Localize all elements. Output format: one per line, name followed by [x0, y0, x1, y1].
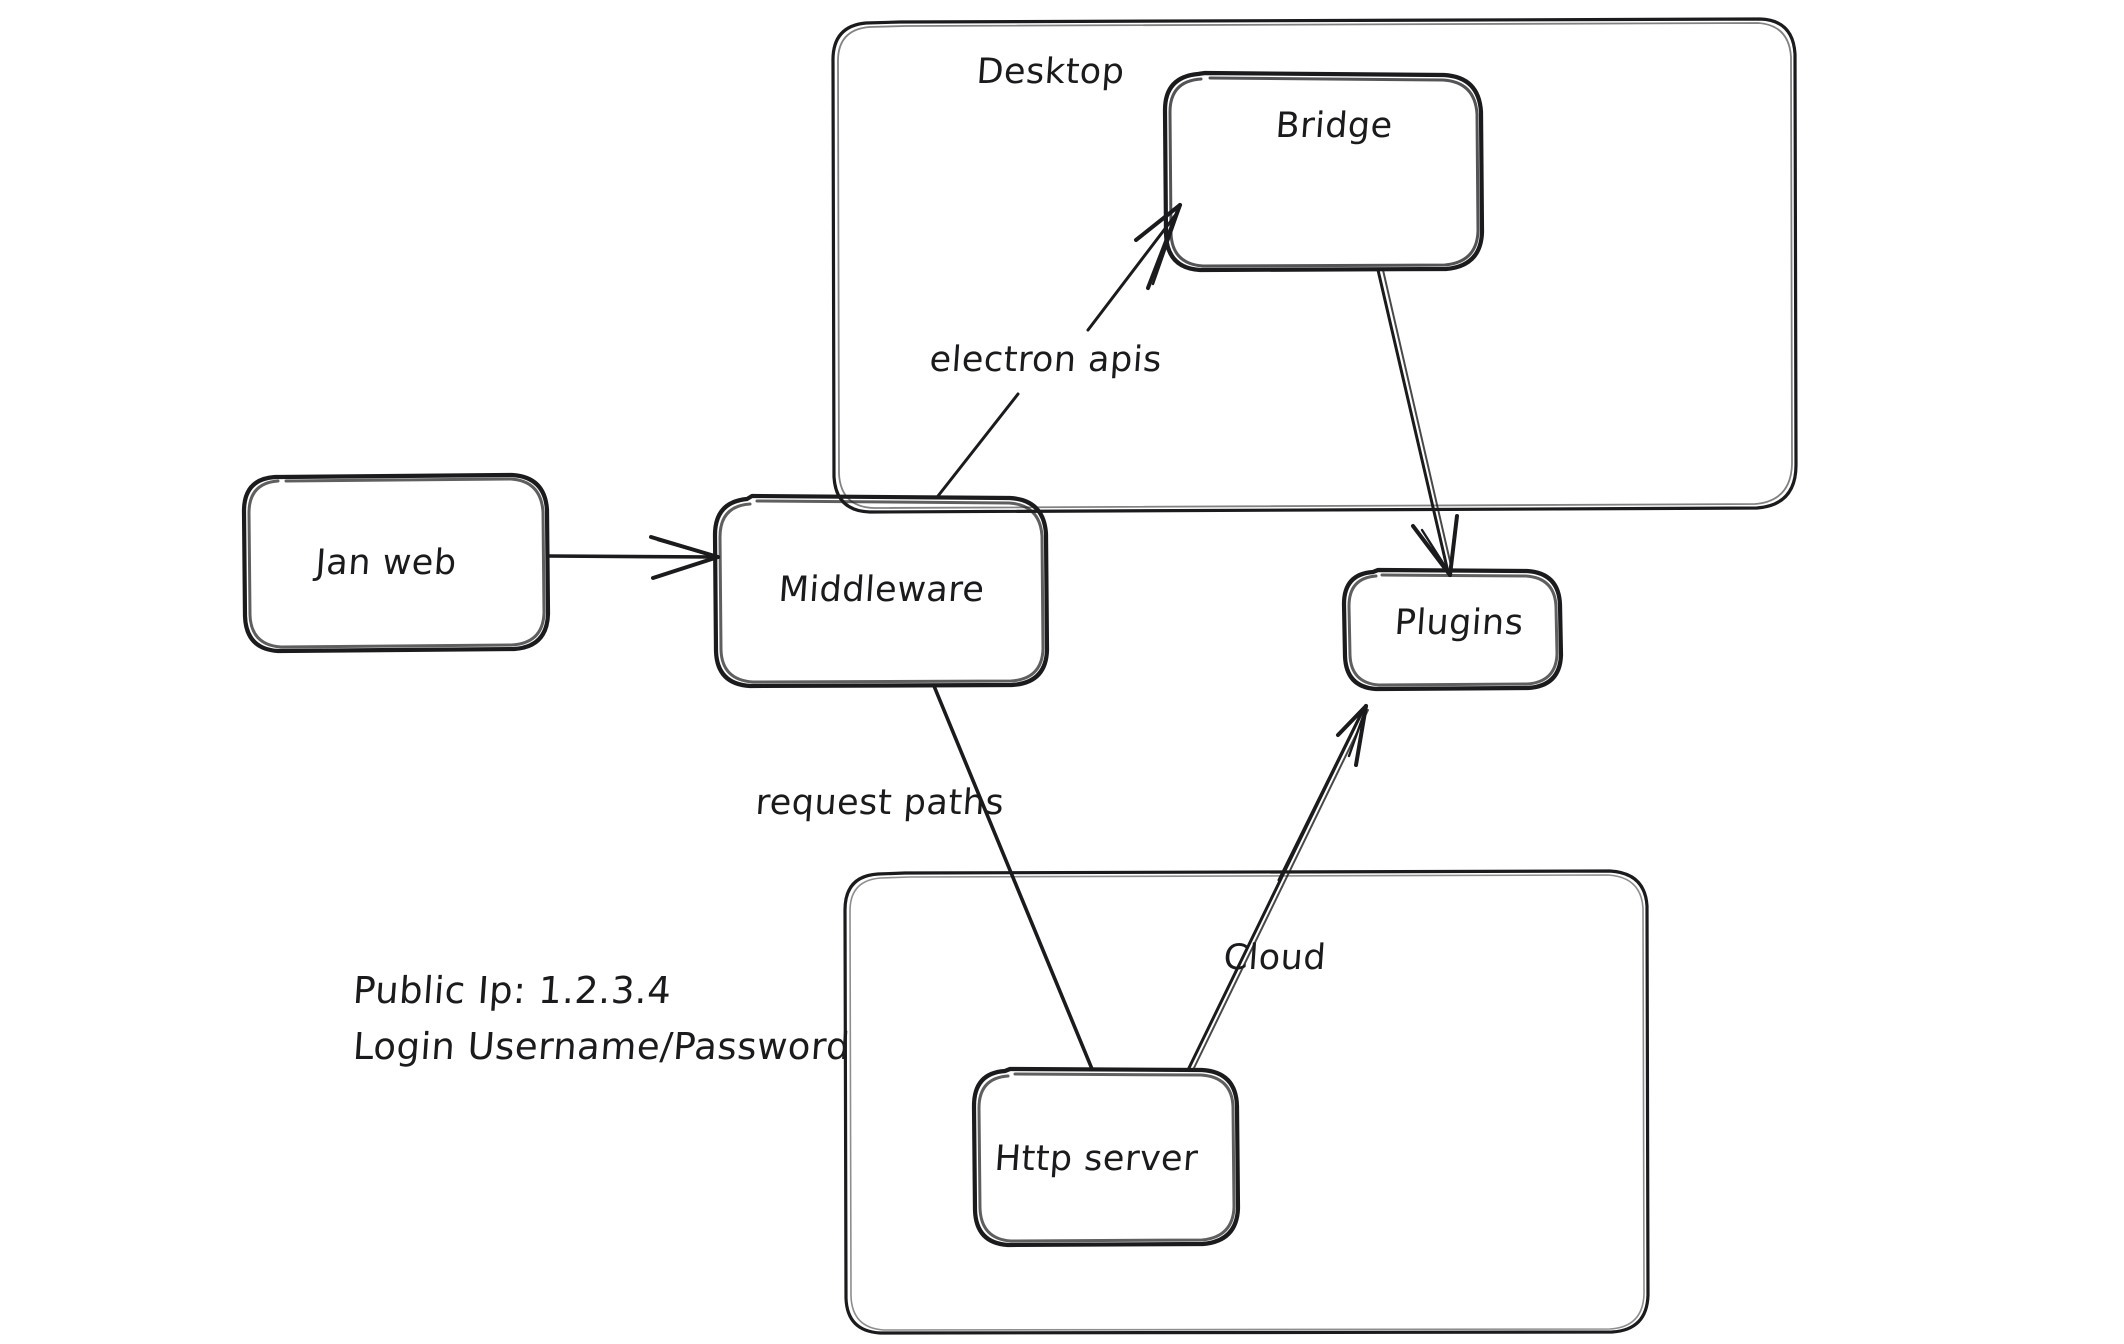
middleware-node-shape[interactable] — [712, 493, 1050, 689]
plugins-node-shape[interactable] — [1341, 567, 1564, 692]
node-label-plugins: Plugins — [1393, 603, 1525, 643]
edge-jan-web-to-middleware — [546, 535, 720, 580]
node-label-middleware: Middleware — [777, 570, 986, 610]
node-label-http-server: Http server — [993, 1139, 1200, 1179]
container-label-desktop: Desktop — [975, 52, 1126, 92]
node-label-jan-web: Jan web — [314, 543, 458, 583]
edge-label-electron-apis: electron apis — [928, 340, 1164, 380]
edge-http-server-to-plugins — [1186, 704, 1369, 1072]
desktop-container-shape — [831, 17, 1798, 514]
node-label-bridge: Bridge — [1274, 106, 1395, 146]
edge-middleware-to-http-server — [932, 684, 1094, 1071]
bridge-node-shape[interactable] — [1162, 70, 1485, 273]
note-login-credentials: Login Username/Password — [351, 1025, 852, 1068]
edge-bridge-to-plugins — [1376, 268, 1459, 577]
edge-middleware-to-bridge — [936, 203, 1182, 498]
cloud-container-shape — [843, 869, 1650, 1335]
jan-web-node-shape[interactable] — [241, 472, 551, 654]
edge-label-request-paths: request paths — [754, 783, 1006, 823]
note-public-ip: Public Ip: 1.2.3.4 — [351, 969, 673, 1012]
http-server-node-shape[interactable] — [971, 1066, 1241, 1248]
container-label-cloud: Cloud — [1222, 938, 1328, 978]
